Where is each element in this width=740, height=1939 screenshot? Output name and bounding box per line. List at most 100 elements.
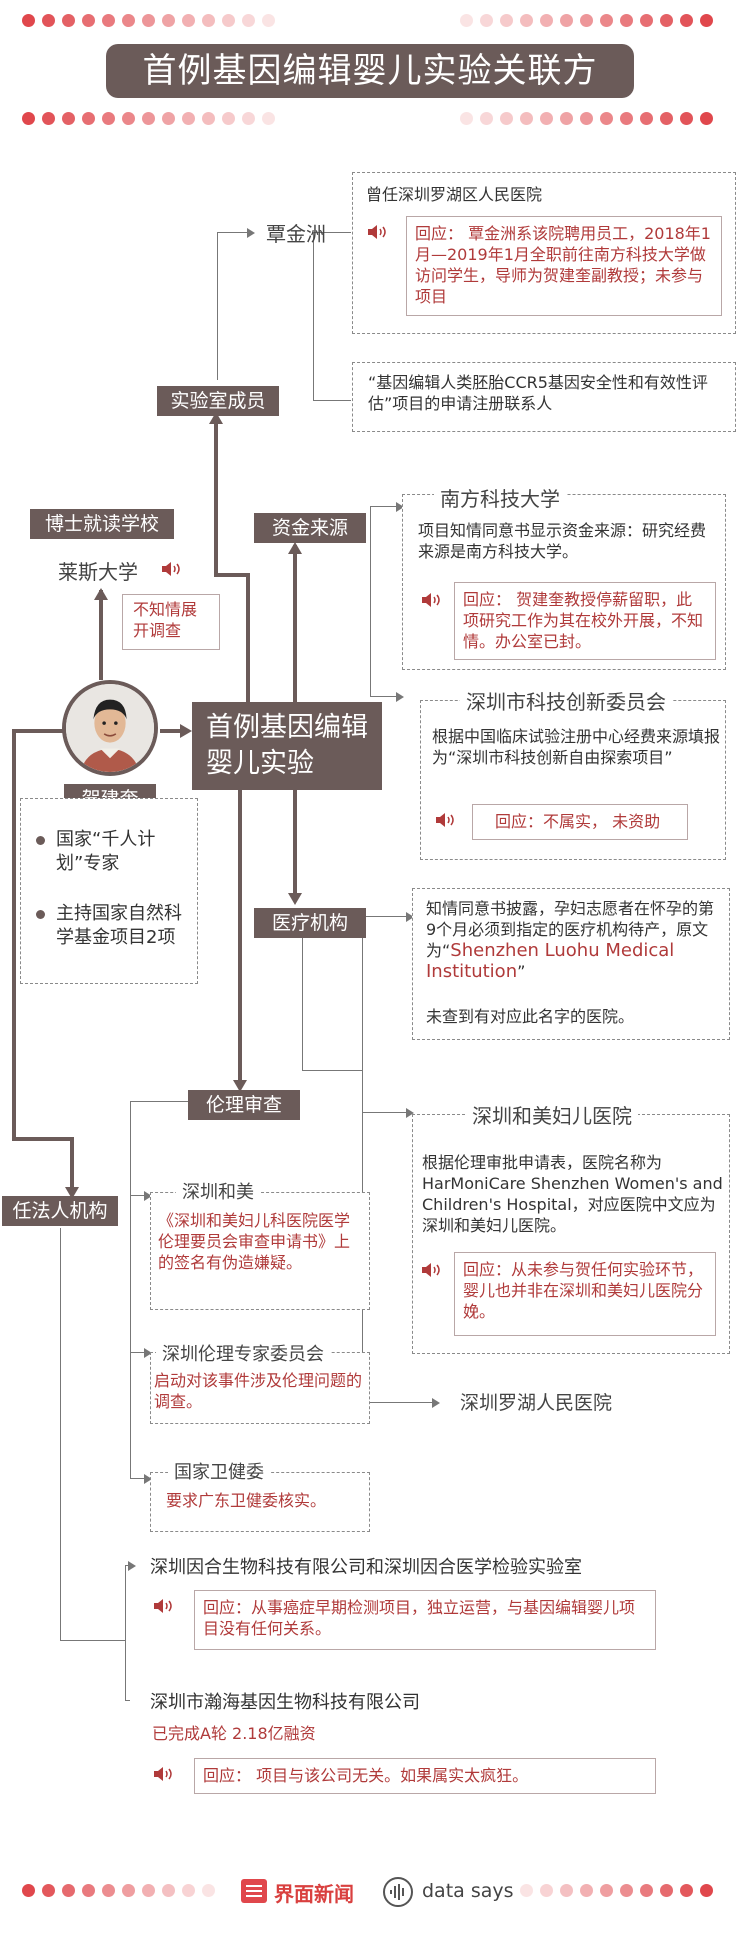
not-found-text: 未查到有对应此名字的医院。: [426, 1006, 722, 1027]
sustech-reply: 回应： 贺建奎教授停薪留职，此项研究工作为其在校外开展，不知情。办公室已封。: [454, 582, 716, 660]
dot: [222, 112, 235, 125]
ethics-item-name: 国家卫健委: [168, 1458, 270, 1484]
dot: [680, 112, 693, 125]
ethics-item-name: 深圳和美: [176, 1178, 260, 1204]
dot: [500, 112, 513, 125]
person-info-box: [20, 798, 198, 984]
dot: [580, 112, 593, 125]
dot: [500, 14, 513, 27]
connector-line: [130, 1101, 131, 1478]
connector-line: [125, 1700, 130, 1701]
connector-line: [214, 415, 218, 575]
connector-line: [70, 1137, 74, 1189]
page-title: 首例基因编辑婴儿实验关联方: [106, 44, 634, 98]
dot: [700, 112, 713, 125]
luohu-hospital: 深圳罗湖人民医院: [460, 1388, 612, 1415]
connector-line: [238, 790, 242, 1080]
sustech-text: 项目知情同意书显示资金来源：研究经费来源是南方科技大学。: [418, 520, 714, 562]
connector-line: [60, 1228, 61, 1640]
dot: [600, 112, 613, 125]
data-says-logo-icon: [382, 1876, 414, 1908]
harmonicare-text: 根据伦理审批申请表，医院名称为HarMoniCare Shenzhen Wome…: [422, 1152, 724, 1236]
dot: [262, 112, 275, 125]
dot: [102, 14, 115, 27]
footer-brand2: data says: [422, 1880, 514, 1902]
decorative-dots: [460, 14, 720, 30]
dot: [460, 112, 473, 125]
dot: [520, 112, 533, 125]
dot: [42, 112, 55, 125]
connector-line: [99, 590, 103, 680]
connector-line: [130, 1101, 190, 1102]
arrow-down-icon: [288, 893, 302, 905]
arrow-right-icon: [396, 692, 404, 702]
dot: [42, 1884, 55, 1897]
connector-line: [12, 729, 64, 733]
connector-line: [370, 506, 371, 696]
dot: [22, 14, 35, 27]
dot: [82, 112, 95, 125]
harmonicare-reply: 回应：从未参与贺任何实验环节，婴儿也并非在深圳和美妇儿医院分娩。: [454, 1252, 716, 1336]
speaker-icon: [420, 1262, 442, 1278]
arrow-up-icon: [94, 588, 108, 600]
connector-line: [214, 573, 248, 577]
company-name: 深圳因合生物科技有限公司和深圳因合医学检验实验室: [150, 1553, 582, 1579]
dot: [62, 1884, 75, 1897]
dot: [22, 112, 35, 125]
dot: [122, 1884, 135, 1897]
dot: [580, 14, 593, 27]
connector-line: [12, 729, 16, 1139]
company-sub: 已完成A轮 2.18亿融资: [152, 1720, 316, 1744]
connector-line: [313, 232, 314, 400]
center-node: 首例基因编辑婴儿实验: [192, 702, 382, 790]
category-legal: 任法人机构: [2, 1196, 118, 1226]
lab-member-reply: 回应： 覃金洲系该院聘用员工，2018年1月—2019年1月全职前往南方科技大学…: [406, 216, 722, 316]
dot: [560, 1884, 573, 1897]
speaker-icon: [160, 561, 182, 577]
connector-line: [130, 1352, 144, 1353]
decorative-dots: [520, 1884, 720, 1900]
dot: [680, 1884, 693, 1897]
dot: [242, 14, 255, 27]
sztic-name: 深圳市科技创新委员会: [460, 686, 672, 715]
connector-line: [362, 1402, 432, 1403]
connector-line: [130, 1195, 144, 1196]
dot: [142, 14, 155, 27]
decorative-dots: [22, 1884, 232, 1900]
phd-school-name: 莱斯大学: [58, 556, 138, 585]
decorative-dots: [22, 112, 282, 128]
ethics-item-text: 《深圳和美妇儿科医院医学伦理要员会审查申请书》上的签名有伪造嫌疑。: [158, 1210, 364, 1273]
connector-line: [370, 506, 396, 507]
sztic-reply: 回应：不属实， 未资助: [472, 804, 688, 840]
dot: [480, 14, 493, 27]
connector-line: [362, 1112, 406, 1113]
dot: [162, 1884, 175, 1897]
connector-line: [217, 232, 247, 233]
connector-line: [362, 916, 406, 917]
connector-line: [246, 573, 250, 713]
dot: [122, 14, 135, 27]
phd-school-reply: 不知情展开调查: [122, 594, 220, 650]
dot: [620, 112, 633, 125]
arrow-right-icon: [180, 724, 192, 738]
connector-line: [370, 696, 396, 697]
dot: [182, 1884, 195, 1897]
ethics-item-name: 深圳伦理专家委员会: [156, 1340, 330, 1366]
category-ethics: 伦理审查: [188, 1090, 300, 1120]
speaker-icon: [434, 812, 456, 828]
dot: [202, 1884, 215, 1897]
category-phd-school: 博士就读学校: [30, 509, 174, 539]
dot: [660, 1884, 673, 1897]
dot: [82, 1884, 95, 1897]
dot: [580, 1884, 593, 1897]
connector-line: [12, 1137, 72, 1141]
connector-line: [60, 1640, 125, 1641]
dot: [102, 112, 115, 125]
dot: [102, 1884, 115, 1897]
decorative-dots: [22, 14, 282, 30]
connector-line: [362, 916, 363, 1402]
speaker-icon: [366, 224, 388, 240]
harmonicare-name: 深圳和美妇儿医院: [466, 1100, 638, 1129]
dot: [600, 14, 613, 27]
company-reply: 回应： 项目与该公司无关。如果属实太疯狂。: [194, 1758, 656, 1794]
